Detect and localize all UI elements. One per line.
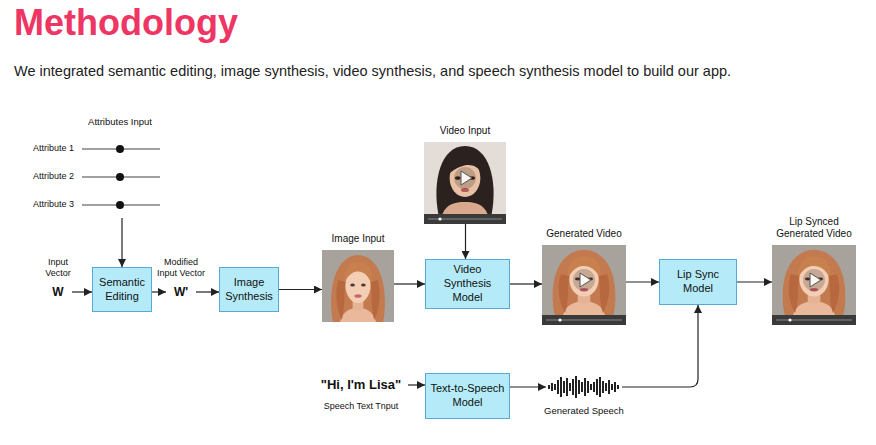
box-label: Video Synthesis Model: [429, 263, 506, 304]
progress-line: [546, 320, 622, 321]
node-label: Speech Text Tnput: [324, 401, 399, 412]
player-bar: [542, 315, 626, 325]
generated-video: Generated Video: [542, 245, 626, 325]
player-bar: [424, 214, 506, 224]
process-box: Image Synthesis: [219, 267, 279, 312]
node-label: Attribute 1: [33, 143, 74, 154]
progress-dot: [438, 217, 441, 220]
node-label: Generated Video: [546, 228, 621, 240]
node-label: Image Input: [332, 233, 385, 245]
player-bar: [772, 315, 856, 325]
progress-dot: [558, 318, 561, 321]
arrow-connector: [510, 386, 546, 387]
node-label: W: [44, 284, 72, 300]
arrow-connector: [465, 224, 466, 259]
node-label: Video Input: [440, 125, 490, 137]
box-label: Text-to-Speech Model: [429, 382, 506, 410]
play-icon: [454, 167, 476, 189]
arrow-connector: [408, 384, 425, 385]
node-label: Generated Speech: [544, 405, 624, 416]
node-label: Input Vector: [41, 257, 75, 279]
arrow-connector: [626, 281, 659, 282]
node-label: Modified Input Vector: [154, 257, 208, 279]
progress-dot: [788, 318, 791, 321]
play-icon: [573, 269, 595, 291]
node-label: Attribute 3: [33, 199, 74, 210]
box-label: Image Synthesis: [223, 276, 275, 304]
video-input-thumbnail: [424, 142, 506, 224]
process-box: Text-to-Speech Model: [425, 373, 510, 419]
play-icon: [803, 269, 825, 291]
node-label: Attributes Input: [68, 116, 172, 127]
node-label: W': [166, 284, 196, 300]
slider-knob: [116, 173, 124, 181]
image-input: Image Input: [322, 250, 394, 322]
lip-synced-video: Lip Synced Generated Video: [772, 245, 856, 325]
arrow-connector: [152, 291, 166, 292]
input-vector: Input VectorW: [44, 284, 72, 300]
generated-video-thumbnail: [542, 245, 626, 325]
node-label: Attribute 2: [33, 171, 74, 182]
arrow-connector: [622, 305, 698, 387]
arrow-connector: [72, 291, 92, 292]
progress-line: [776, 320, 852, 321]
face-picture: [424, 142, 506, 214]
node-label: Lip Synced Generated Video: [768, 216, 860, 240]
slider-knob: [116, 145, 124, 153]
slider-knob: [116, 201, 124, 209]
box-label: Semantic Editing: [96, 276, 148, 304]
image-input-picture: [322, 250, 394, 322]
arrow-connector: [737, 281, 772, 282]
intro-text: We integrated semantic editing, image sy…: [14, 63, 870, 79]
modified-vector: Modified Input VectorW': [166, 284, 196, 300]
arrow-connector: [279, 289, 322, 290]
process-box: Semantic Editing: [92, 267, 152, 312]
arrow-connector: [196, 291, 219, 292]
page-title: Methodology: [14, 2, 238, 44]
speech-waveform: [549, 376, 618, 398]
slider-group: [82, 145, 160, 209]
attribute-sliders: Attributes InputAttribute 1Attribute 2At…: [30, 138, 160, 218]
speech-text: "Hi, I'm Lisa"Speech Text Tnput: [314, 376, 408, 394]
process-box: Video Synthesis Model: [425, 259, 510, 309]
arrow-connector: [394, 283, 425, 284]
node-label: "Hi, I'm Lisa": [314, 376, 408, 394]
generated-speech: Generated Speech: [546, 376, 622, 398]
face-picture: [772, 245, 856, 315]
video-input: Video Input: [424, 142, 506, 224]
arrow-connector: [121, 218, 122, 267]
face-picture: [322, 250, 394, 322]
arrow-connector: [510, 283, 542, 284]
process-box: Lip Sync Model: [659, 259, 737, 305]
box-label: Lip Sync Model: [663, 268, 733, 296]
face-picture: [542, 245, 626, 315]
lip-synced-video-thumbnail: [772, 245, 856, 325]
